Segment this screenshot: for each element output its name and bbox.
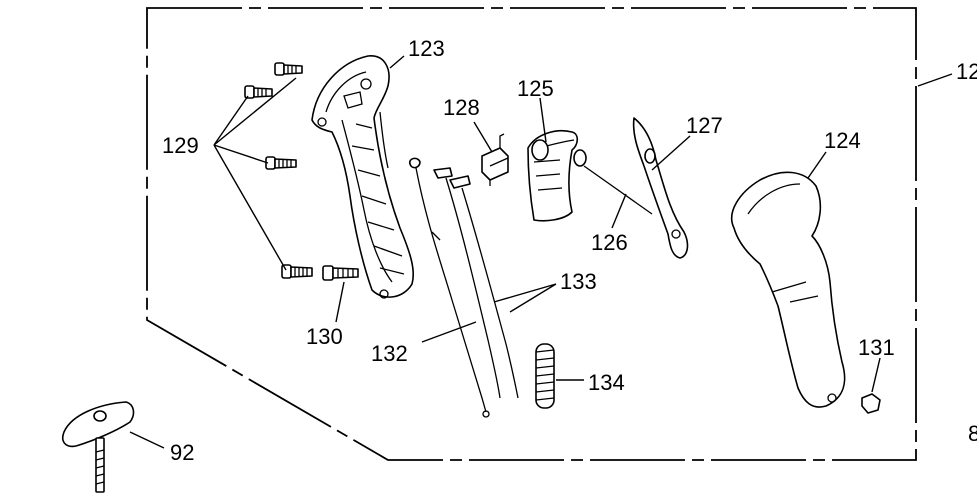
- part-123-handle-half: [311, 55, 415, 299]
- part-126-spring: [573, 149, 653, 229]
- label-92: 92: [170, 440, 194, 465]
- label-133: 133: [560, 269, 597, 294]
- label-126: 126: [591, 230, 628, 255]
- screw-129-c: [265, 156, 297, 170]
- part-134-spring: [535, 343, 584, 409]
- label-127: 127: [686, 113, 723, 138]
- assembly-frame: [146, 7, 917, 461]
- frame-leader-12: [917, 73, 953, 87]
- part-127-lever: [632, 117, 691, 259]
- label-134: 134: [588, 370, 625, 395]
- label-130: 130: [306, 324, 343, 349]
- label-124: 124: [824, 128, 861, 153]
- label-8-partial: 8: [968, 421, 977, 446]
- label-128: 128: [443, 95, 480, 120]
- label-132: 132: [371, 341, 408, 366]
- part-124-handle-half: [730, 151, 846, 408]
- label-123: 123: [408, 36, 445, 61]
- part-129-screws: [213, 62, 313, 279]
- screw-129-d: [281, 264, 313, 279]
- part-131-nut: [861, 357, 881, 414]
- part-128-switch: [473, 121, 509, 186]
- part-132-133-cables: [408, 157, 557, 418]
- label-125: 125: [517, 76, 554, 101]
- label-131: 131: [858, 335, 895, 360]
- part-125-trigger: [527, 97, 579, 222]
- leader-129: [213, 77, 297, 271]
- screw-129-a: [274, 62, 303, 76]
- label-129: 129: [162, 133, 199, 158]
- part-92-clamp: [61, 401, 165, 493]
- part-130-bolt: [322, 265, 359, 323]
- label-12-partial: 12: [956, 59, 977, 84]
- screw-129-b: [244, 85, 273, 99]
